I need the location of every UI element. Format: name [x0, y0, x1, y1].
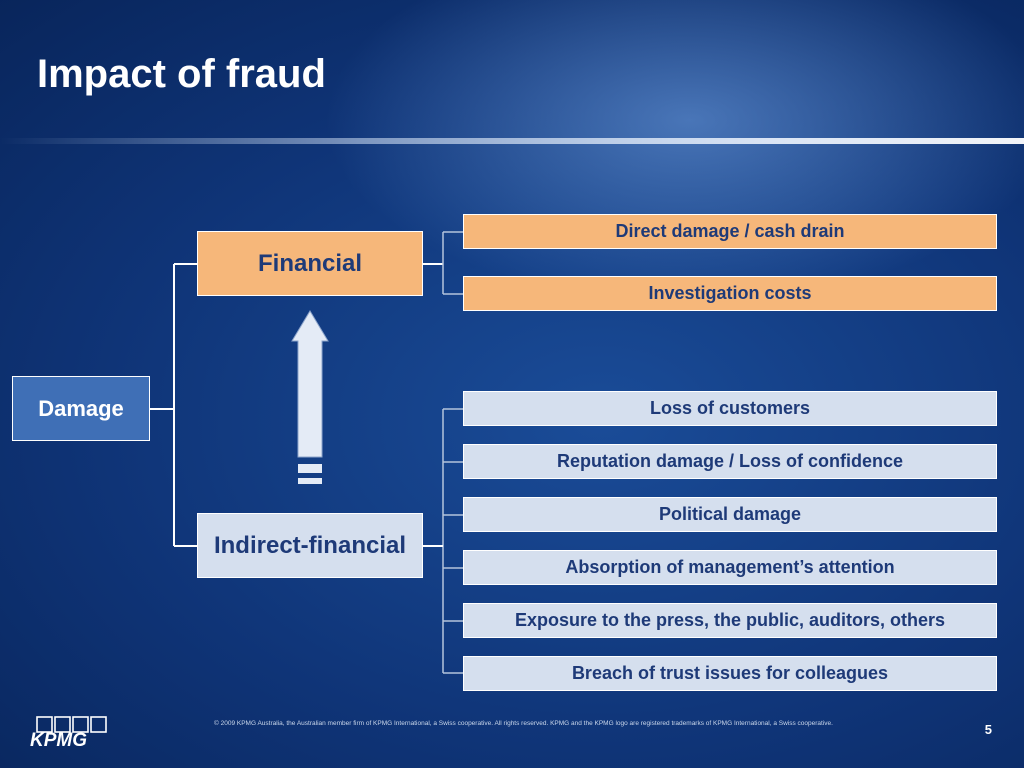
leaf-breach-of-trust: Breach of trust issues for colleagues — [463, 656, 997, 691]
damage-box: Damage — [12, 376, 150, 441]
leaf-label: Direct damage / cash drain — [615, 221, 845, 241]
leaf-management-attention: Absorption of management’s attention — [463, 550, 997, 585]
leaf-press-exposure: Exposure to the press, the public, audit… — [463, 603, 997, 638]
leaf-political-damage: Political damage — [463, 497, 997, 532]
leaf-direct-damage: Direct damage / cash drain — [463, 214, 997, 249]
leaf-label: Absorption of management’s attention — [565, 557, 895, 577]
indirect-financial-label: Indirect-financial — [213, 531, 407, 559]
financial-box: Financial — [197, 231, 423, 296]
copyright-notice: © 2009 KPMG Australia, the Australian me… — [214, 720, 833, 727]
kpmg-logo-text: KPMG — [30, 730, 87, 751]
slide-title: Impact of fraud — [37, 52, 326, 96]
damage-label: Damage — [38, 395, 124, 421]
leaf-label: Exposure to the press, the public, audit… — [514, 610, 946, 630]
indirect-financial-box: Indirect-financial — [197, 513, 423, 578]
up-arrow-icon — [291, 310, 329, 484]
leaf-investigation-costs: Investigation costs — [463, 276, 997, 311]
leaf-label: Political damage — [658, 504, 802, 524]
leaf-label: Breach of trust issues for colleagues — [571, 663, 889, 683]
leaf-label: Investigation costs — [648, 283, 812, 303]
leaf-label: Reputation damage / Loss of confidence — [556, 451, 904, 471]
page-number: 5 — [984, 722, 992, 737]
financial-label: Financial — [257, 249, 363, 277]
leaf-label: Loss of customers — [649, 398, 811, 418]
leaf-loss-of-customers: Loss of customers — [463, 391, 997, 426]
title-divider — [0, 138, 1024, 144]
leaf-reputation-damage: Reputation damage / Loss of confidence — [463, 444, 997, 479]
kpmg-logo — [36, 716, 107, 733]
